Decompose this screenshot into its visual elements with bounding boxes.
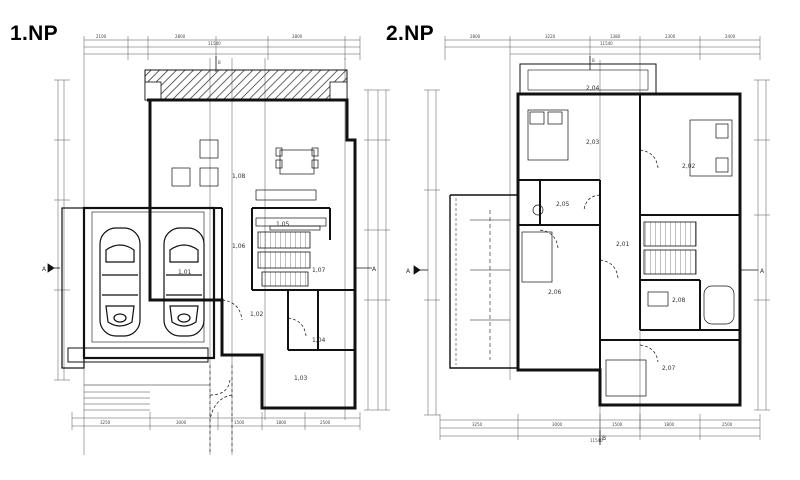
room-label-2-08: 2,08 (672, 297, 686, 304)
svg-text:B: B (218, 60, 221, 65)
ground-floor-room-labels: 1,01 1,02 1,03 1,04 1,05 1,06 1,07 1,08 (178, 173, 326, 382)
upper-floor-title: 2.NP (386, 22, 434, 45)
svg-text:B: B (592, 58, 595, 63)
svg-text:3250: 3250 (100, 420, 111, 425)
room-label-2-04: 2,04 (586, 85, 600, 92)
room-label-1-03: 1,03 (294, 375, 308, 382)
svg-text:2800: 2800 (292, 34, 303, 39)
section-marker-b-bottom: B (602, 435, 606, 442)
svg-text:2300: 2300 (665, 34, 676, 39)
section-marker-a-upper-right: A (760, 268, 765, 275)
svg-text:2400: 2400 (725, 34, 736, 39)
svg-text:1500: 1500 (234, 420, 245, 425)
room-label-1-06: 1,06 (232, 243, 246, 250)
room-label-1-02: 1,02 (250, 311, 264, 318)
room-label-1-08: 1,08 (232, 173, 246, 180)
section-marker-a-upper-left: A (406, 268, 411, 275)
room-label-1-04: 1,04 (312, 337, 326, 344)
svg-text:3000: 3000 (552, 422, 563, 427)
svg-text:1800: 1800 (664, 422, 675, 427)
room-label-2-03: 2,03 (586, 139, 600, 146)
svg-text:11540: 11540 (590, 438, 603, 443)
svg-text:2800: 2800 (470, 34, 481, 39)
room-label-2-07: 2,07 (662, 365, 676, 372)
room-label-1-07: 1,07 (312, 267, 326, 274)
svg-text:2500: 2500 (320, 420, 331, 425)
svg-text:3220: 3220 (545, 34, 556, 39)
ground-floor-plan: 2100 2800 2800 11540 3250 3000 1500 1800… (42, 34, 390, 455)
svg-text:2100: 2100 (96, 34, 107, 39)
upper-floor-plan: 2800 3220 1380 2300 2400 11540 3250 3000… (413, 34, 770, 445)
svg-text:11540: 11540 (208, 41, 221, 46)
svg-text:2500: 2500 (722, 422, 733, 427)
svg-text:1500: 1500 (612, 422, 623, 427)
svg-text:3250: 3250 (472, 422, 483, 427)
garage-car-left (99, 227, 141, 337)
garage-car-right (163, 227, 205, 337)
room-label-1-01: 1,01 (178, 269, 192, 276)
svg-text:1800: 1800 (276, 420, 287, 425)
room-label-2-01: 2,01 (616, 241, 630, 248)
svg-text:1380: 1380 (610, 34, 621, 39)
room-label-2-02: 2,02 (682, 163, 696, 170)
svg-text:11540: 11540 (600, 41, 613, 46)
room-label-2-05: 2,05 (556, 201, 570, 208)
section-marker-a-right: A (372, 266, 377, 273)
upper-floor-room-labels: 2,01 2,02 2,03 2,04 2,05 2,06 2,07 2,08 (548, 85, 696, 372)
section-marker-a-left: A (42, 266, 47, 273)
room-label-1-05: 1,05 (276, 221, 290, 228)
svg-text:2800: 2800 (175, 34, 186, 39)
room-label-2-06: 2,06 (548, 289, 562, 296)
ground-floor-title: 1.NP (10, 22, 58, 45)
svg-text:3000: 3000 (176, 420, 187, 425)
